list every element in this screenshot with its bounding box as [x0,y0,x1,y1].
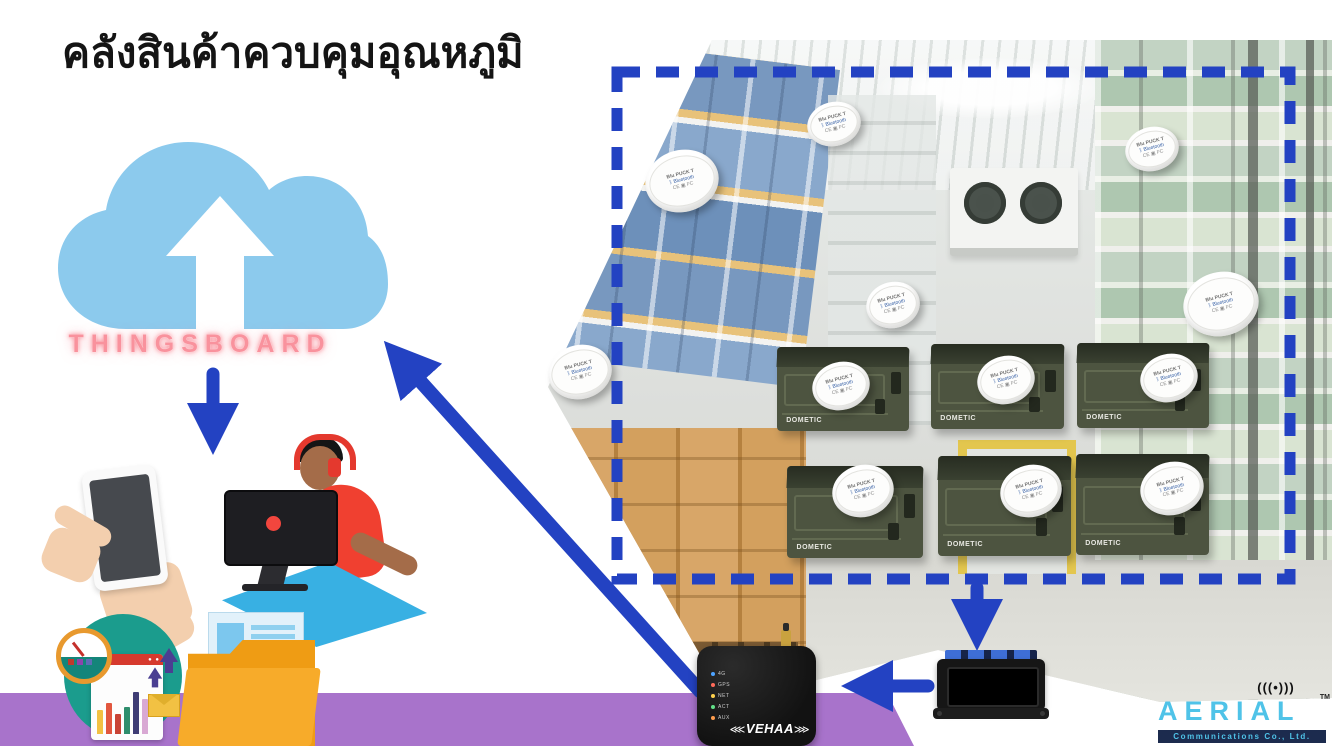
radio-wave-icon: (((•))) [1257,680,1295,695]
cooler-brand-label: DOMETIC [1086,414,1123,422]
monitor-stand [257,564,289,586]
ble-reader-device [933,650,1049,722]
company-logo: (((•))) AERIAL TM Communications Co., Lt… [1156,678,1330,744]
cloud-upload-icon [58,142,388,329]
folder-front [177,668,321,746]
rack-post [1306,40,1314,700]
gateway-brand-label: ⋘VEHAA⋙ [729,721,810,736]
led-icon [711,694,715,698]
up-arrow-icon [160,648,178,673]
cellular-gateway-device: 4G GPS NET ACT AUX ⋘VEHAA⋙ [697,646,816,746]
mounting-flange [933,708,1049,719]
cooler-brand-label: DOMETIC [1085,539,1122,547]
led-icon [711,672,715,676]
cooler-brand-label: DOMETIC [940,415,977,423]
headset-icon [294,434,356,470]
monitor [224,490,338,566]
antenna-icon [781,623,791,648]
fan-icon [964,182,1006,224]
led-icon [711,716,715,720]
fan-icon [1020,182,1062,224]
envelope-icon [148,694,180,717]
wing-icon: ⋘ [729,724,746,736]
up-arrow-icon [147,667,163,688]
page-title: คลังสินค้าควบคุมอุณหภูมิ [62,28,524,77]
cooler-brand-label: DOMETIC [786,417,823,425]
company-name: AERIAL [1158,696,1301,726]
report-folder-illustration [168,606,328,746]
analytics-illustration: ● ● [56,614,182,740]
led-icon [711,705,715,709]
led-icon [711,683,715,687]
platform-label: THINGSBOARD [68,330,332,358]
trademark-mark: TM [1319,694,1330,701]
cooler-brand-label: DOMETIC [947,541,984,548]
window-titlebar [91,654,163,665]
monitor-base [242,584,308,591]
headset-earcup [328,458,341,477]
wing-icon: ⋙ [793,724,810,736]
company-subtitle: Communications Co., Ltd. [1158,730,1326,743]
gauge-icon [56,628,112,684]
record-dot-icon [266,516,281,531]
bar-chart-icon [97,692,148,734]
cooling-unit [950,168,1078,256]
cooler-brand-label: DOMETIC [796,543,833,551]
reader-window [947,667,1039,707]
window-buttons-icon: ● ● [148,657,160,663]
